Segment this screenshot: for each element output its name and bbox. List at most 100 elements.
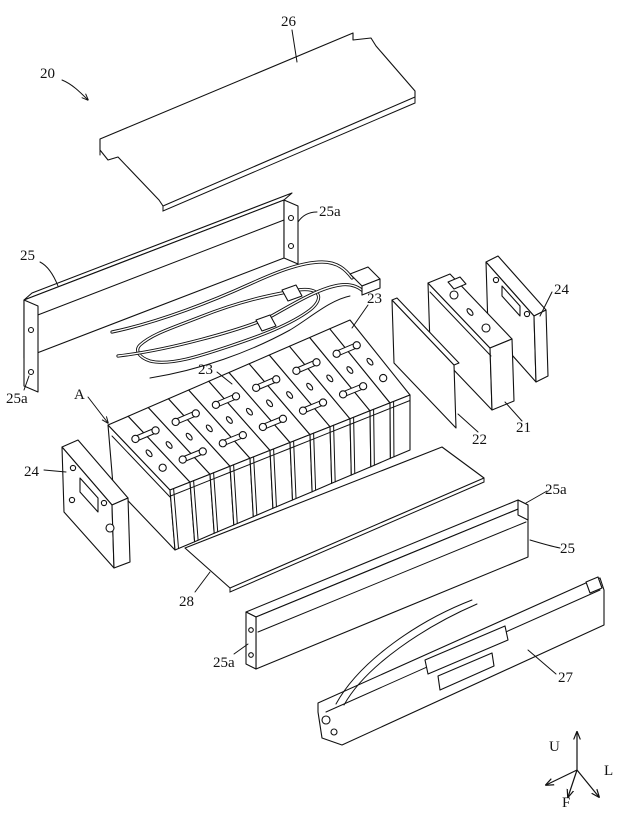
cell-case-edge — [213, 472, 219, 533]
bottom-sheet — [184, 446, 485, 593]
wire-harness — [110, 260, 381, 379]
leader-25a-rear-left — [23, 375, 30, 391]
leader-22 — [457, 413, 479, 433]
cell-terminal — [278, 414, 288, 423]
cell-case-edge — [273, 448, 277, 508]
cell-vent — [466, 308, 474, 316]
cell-terminal — [211, 400, 221, 410]
cell-terminal — [251, 383, 261, 392]
cell-terminal — [312, 358, 321, 367]
end-plate-right-side — [533, 309, 549, 383]
cell-terminal — [318, 398, 328, 407]
cell-terminal — [358, 382, 368, 391]
label-25a-rear-left: 25a — [6, 391, 28, 407]
end-plate-left-hole — [69, 464, 77, 472]
leader-25a-rear-right — [297, 211, 318, 223]
label-23-lower: 23 — [198, 362, 213, 378]
module-left-end-edge — [111, 435, 171, 498]
top-cover-thickness-edge — [162, 96, 416, 212]
rear-plate-left-tab — [23, 299, 39, 393]
harness-wire-thin — [149, 295, 351, 379]
rear-plate-tab-hole — [27, 326, 35, 334]
rear-plate-tab-hole — [27, 368, 35, 376]
cell-terminal — [191, 409, 200, 418]
label-25-front: 25 — [560, 541, 575, 557]
cell-terminal — [131, 434, 140, 444]
cell-terminal — [238, 430, 247, 440]
harness-wire-branch-inner — [117, 283, 365, 357]
label-24-right: 24 — [554, 282, 570, 298]
cell-vent — [306, 382, 314, 391]
label-23-upper: 23 — [367, 291, 382, 307]
cell-case-edge — [173, 488, 180, 549]
cell-terminal — [158, 463, 167, 472]
base-tray — [317, 576, 605, 746]
cell-case-edge — [373, 408, 375, 466]
cell-case-edge — [313, 432, 317, 491]
cell-terminal — [218, 439, 227, 448]
front-plate-left-tab — [245, 611, 257, 670]
base-tray-bolt — [321, 715, 331, 725]
front-plate-tab-hole — [248, 627, 254, 633]
leader-27 — [527, 649, 557, 675]
cell-case-edge — [353, 416, 356, 474]
cell-vent — [205, 424, 213, 433]
cell-vent — [185, 432, 193, 441]
front-plate-tab-hole — [248, 652, 254, 658]
cell-terminal — [292, 366, 301, 375]
cell-terminal — [352, 341, 361, 350]
cell-lid-line — [329, 423, 351, 433]
cell-terminal — [379, 373, 388, 383]
cell-terminal — [258, 422, 268, 432]
leader-25a-front-right — [525, 490, 548, 504]
cell-terminal-tab — [447, 276, 467, 290]
end-plate-left-hole — [105, 523, 115, 533]
leader-25-rear — [39, 261, 59, 287]
leader-21 — [504, 401, 523, 422]
axis-label-up: U — [549, 739, 560, 755]
end-plate-left-window — [79, 477, 99, 513]
label-25a-rear-right: 25a — [319, 204, 341, 220]
cell-lid-line — [289, 439, 311, 449]
cell-vent — [225, 416, 233, 424]
end-plate-right-hole — [523, 310, 531, 318]
cell-vent — [286, 391, 294, 399]
end-plate-right-hole — [492, 276, 500, 284]
base-tray-strap-edge — [343, 603, 478, 706]
leader-24-left — [43, 469, 67, 473]
cell-lid-line — [389, 400, 411, 409]
cell-case-edge — [333, 424, 336, 483]
cell-lid-line — [349, 415, 371, 425]
spacer-sheet-edge — [391, 297, 460, 366]
reference-labels: 26 20 25a 25 23 24 23 25a A 24 22 21 25a… — [6, 14, 613, 811]
cell-case-edge — [293, 440, 297, 499]
cell-lid-line — [429, 291, 492, 357]
cell-terminal — [338, 390, 348, 399]
cell-vent — [145, 449, 153, 458]
cell-vent — [346, 366, 354, 374]
cell-vent — [266, 399, 274, 408]
cell-case-edge — [253, 456, 258, 516]
cell-lid-line — [189, 479, 211, 489]
cell-terminal — [449, 290, 459, 300]
end-plate-right — [485, 255, 549, 383]
label-20: 20 — [40, 66, 55, 82]
cell-lid-line — [369, 407, 391, 417]
label-a: A — [74, 387, 85, 403]
cell-lid-line — [249, 455, 271, 465]
cell-terminal — [178, 455, 187, 464]
cell-front-face — [389, 394, 411, 459]
rear-plate-right-tab — [283, 199, 299, 265]
axis-label-lateral: L — [604, 763, 613, 779]
top-cover — [99, 32, 416, 212]
leader-lines — [23, 29, 561, 675]
harness-clip — [255, 314, 277, 332]
bottom-sheet-thickness — [229, 477, 485, 593]
direction-indicator — [546, 732, 599, 797]
cell-stack-module — [107, 319, 411, 551]
label-24-left: 24 — [24, 464, 40, 480]
base-tray-raised-section — [424, 625, 509, 675]
axis-label-front: F — [562, 795, 570, 811]
leader-25-front — [529, 539, 561, 549]
